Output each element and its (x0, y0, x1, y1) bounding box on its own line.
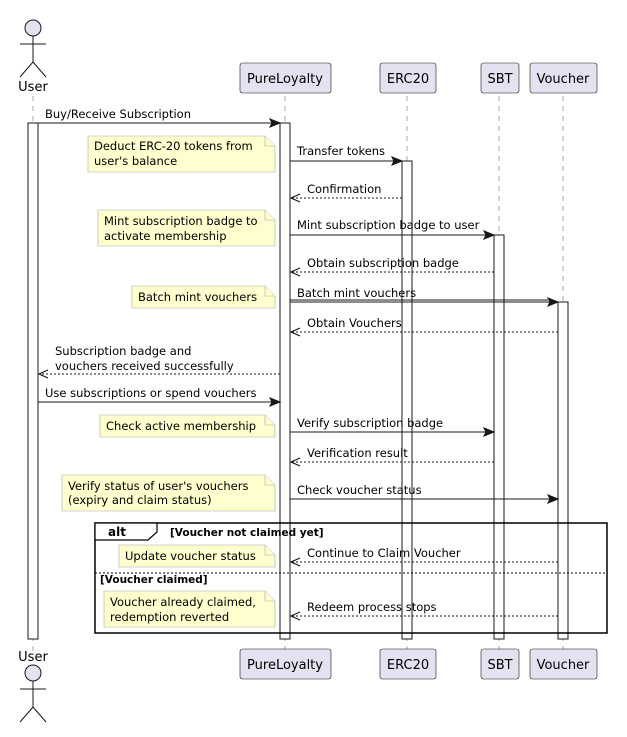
note-already-claimed: Voucher already claimed, redemption reve… (103, 590, 276, 628)
msg-obtain-vouchers: Obtain Vouchers (289, 316, 558, 337)
svg-text:Transfer tokens: Transfer tokens (296, 144, 385, 158)
user-label-top: User (18, 80, 48, 95)
svg-text:PureLoyalty: PureLoyalty (247, 658, 323, 673)
svg-text:Confirmation: Confirmation (307, 182, 381, 196)
svg-text:Obtain subscription badge: Obtain subscription badge (307, 256, 459, 270)
sbt-participant-bottom: SBT (480, 648, 520, 680)
svg-text:Redeem process stops: Redeem process stops (307, 600, 437, 614)
svg-text:Continue to Claim Voucher: Continue to Claim Voucher (307, 546, 461, 560)
sbt-participant-top: SBT (480, 62, 520, 94)
voucher-participant-top: Voucher (529, 62, 598, 94)
pureloyalty-participant-top: PureLoyalty (239, 62, 332, 94)
erc20-activation (401, 160, 413, 640)
svg-text:Subscription badge and: Subscription badge and (55, 344, 191, 358)
msg-use-subscriptions: Use subscriptions or spend vouchers (38, 386, 282, 407)
alt-label: alt (108, 525, 126, 539)
msg-batch-mint: Batch mint vouchers (290, 286, 560, 307)
msg-confirmation: Confirmation (289, 182, 402, 203)
msg-check-voucher: Check voucher status (290, 483, 560, 504)
msg-buy-subscription: Buy/Receive Subscription (38, 107, 282, 128)
svg-text:Verify status of user's vouche: Verify status of user's vouchers (68, 479, 248, 493)
svg-text:Check voucher status: Check voucher status (297, 483, 422, 497)
user-actor-bottom: User (18, 650, 48, 723)
msg-verification-result: Verification result (289, 446, 494, 467)
svg-text:activate membership: activate membership (104, 229, 227, 243)
alt-guard-not-claimed: [Voucher not claimed yet] (170, 527, 324, 539)
msg-transfer-tokens: Transfer tokens (290, 144, 404, 166)
svg-text:SBT: SBT (487, 72, 512, 87)
note-batch-mint: Batch mint vouchers (131, 285, 276, 309)
erc20-participant-top: ERC20 (379, 62, 437, 94)
msg-verify-badge: Verify subscription badge (290, 416, 496, 437)
note-update-status: Update voucher status (118, 544, 276, 568)
note-deduct-tokens: Deduct ERC-20 tokens from user's balance (87, 135, 276, 173)
msg-obtain-badge: Obtain subscription badge (289, 256, 494, 277)
svg-text:Deduct ERC-20 tokens from: Deduct ERC-20 tokens from (94, 139, 253, 153)
alt-fragment: alt [Voucher not claimed yet] [Voucher c… (94, 522, 608, 634)
note-verify-vouchers: Verify status of user's vouchers (expiry… (61, 474, 276, 512)
svg-text:Voucher: Voucher (537, 658, 590, 673)
svg-text:Check active membership: Check active membership (106, 419, 256, 433)
svg-text:Obtain Vouchers: Obtain Vouchers (307, 316, 402, 330)
svg-text:PureLoyalty: PureLoyalty (247, 72, 323, 87)
pureloyalty-activation (279, 122, 291, 640)
msg-badge-received: Subscription badge and vouchers received… (37, 344, 280, 379)
svg-text:(expiry and claim status): (expiry and claim status) (68, 493, 212, 507)
pureloyalty-participant-bottom: PureLoyalty (239, 648, 332, 680)
svg-text:ERC20: ERC20 (387, 658, 429, 673)
voucher-activation (557, 301, 569, 640)
svg-text:Use subscriptions or spend vou: Use subscriptions or spend vouchers (45, 386, 257, 400)
svg-text:user's balance: user's balance (94, 154, 177, 168)
svg-text:Voucher already claimed,: Voucher already claimed, (110, 595, 256, 609)
svg-text:Verify subscription badge: Verify subscription badge (297, 416, 443, 430)
svg-text:ERC20: ERC20 (387, 72, 429, 87)
user-label-bottom: User (18, 650, 48, 665)
svg-text:vouchers received successfully: vouchers received successfully (55, 359, 234, 373)
svg-text:SBT: SBT (487, 658, 512, 673)
msg-continue-claim: Continue to Claim Voucher (289, 546, 558, 567)
note-check-membership: Check active membership (99, 414, 276, 438)
svg-text:Batch mint vouchers: Batch mint vouchers (297, 286, 416, 300)
svg-text:Update voucher status: Update voucher status (125, 549, 256, 563)
svg-text:Verification result: Verification result (307, 446, 408, 460)
svg-text:Batch mint vouchers: Batch mint vouchers (138, 290, 257, 304)
user-actor-top: User (18, 19, 48, 95)
svg-text:Mint subscription badge to use: Mint subscription badge to user (297, 218, 480, 232)
note-mint-badge: Mint subscription badge to activate memb… (97, 209, 276, 247)
msg-mint-badge: Mint subscription badge to user (290, 218, 496, 240)
svg-text:Mint subscription badge to: Mint subscription badge to (104, 214, 258, 228)
erc20-participant-bottom: ERC20 (379, 648, 437, 680)
svg-text:redemption reverted: redemption reverted (110, 610, 229, 624)
sbt-activation (493, 234, 505, 640)
user-activation (27, 122, 39, 640)
svg-text:Voucher: Voucher (537, 72, 590, 87)
alt-guard-claimed: [Voucher claimed] (100, 574, 208, 586)
svg-text:Buy/Receive Subscription: Buy/Receive Subscription (45, 107, 191, 121)
voucher-participant-bottom: Voucher (529, 648, 598, 680)
msg-redeem-stops: Redeem process stops (289, 600, 558, 621)
